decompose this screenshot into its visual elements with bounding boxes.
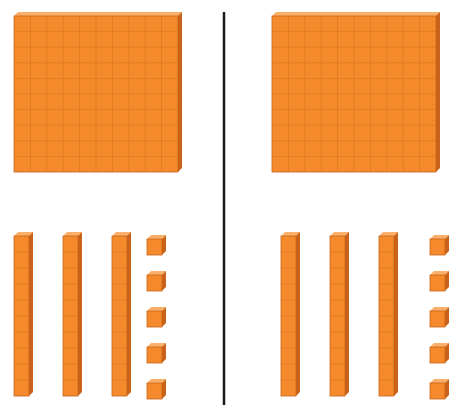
- hundred-flat: [272, 12, 440, 172]
- one-cube: [147, 307, 166, 327]
- left-group: [14, 12, 182, 399]
- ten-rod: [281, 232, 300, 396]
- ten-rod: [379, 232, 398, 396]
- ten-rod: [63, 232, 82, 396]
- one-cube: [430, 271, 449, 291]
- one-cube: [147, 271, 166, 291]
- ten-rod: [330, 232, 349, 396]
- hundred-flat: [14, 12, 182, 172]
- one-cube: [430, 379, 449, 399]
- one-cube: [430, 343, 449, 363]
- right-group: [272, 12, 449, 399]
- one-cube: [430, 307, 449, 327]
- one-cube: [147, 343, 166, 363]
- one-cube: [430, 235, 449, 255]
- one-cube: [147, 379, 166, 399]
- one-cube: [147, 235, 166, 255]
- ten-rod: [14, 232, 33, 396]
- ten-rod: [112, 232, 131, 396]
